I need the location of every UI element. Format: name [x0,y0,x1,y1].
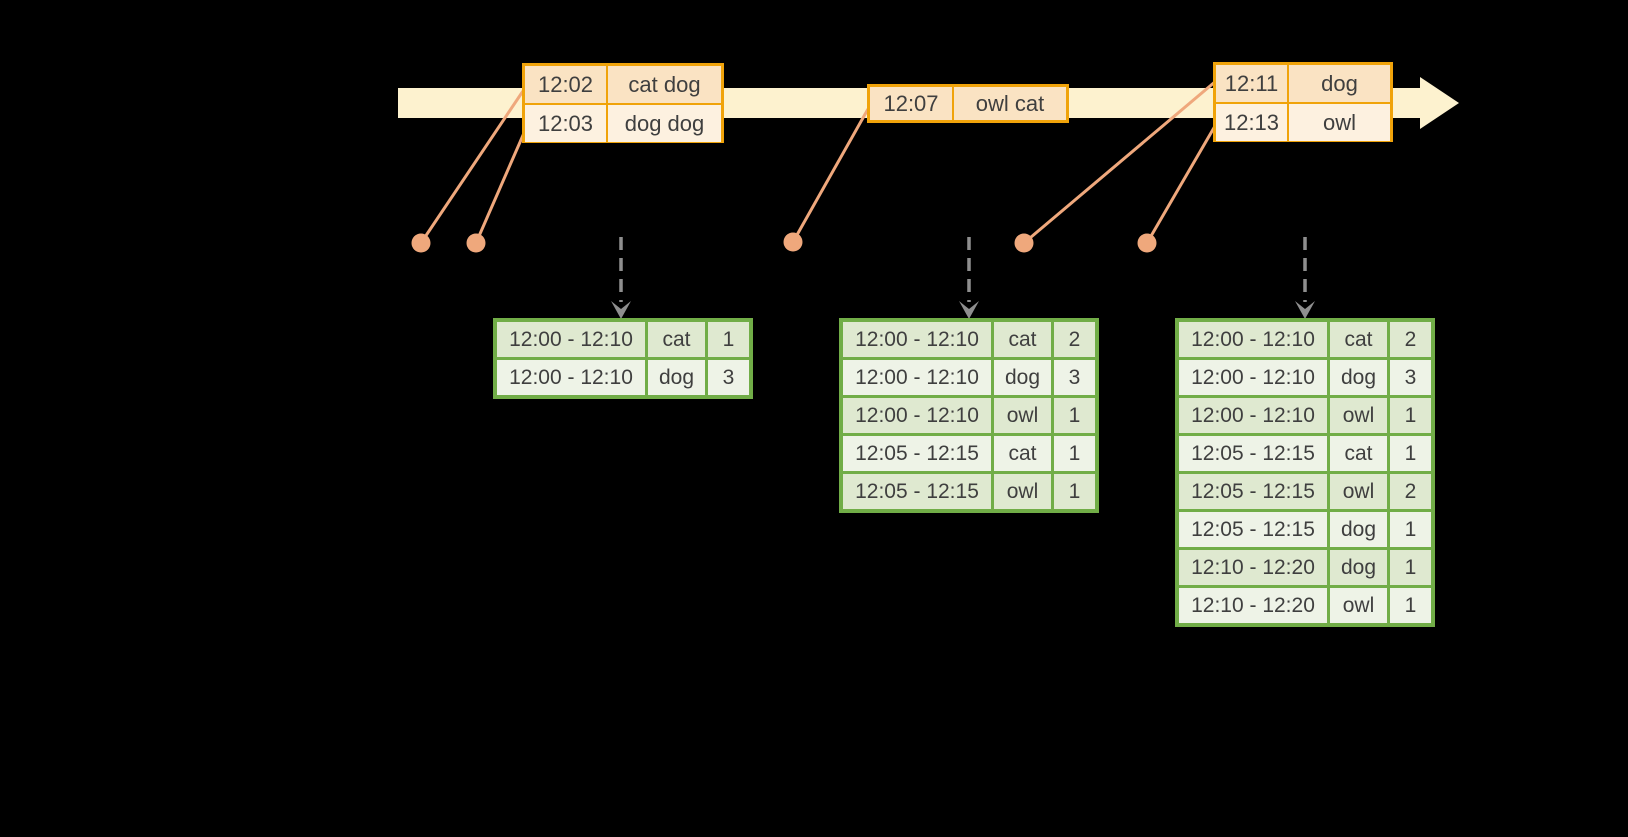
window-cell: 12:00 - 12:10 [843,322,991,357]
word-cell: cat [994,436,1051,471]
count-cell: 1 [1390,588,1431,623]
event-marker-dots [411,232,1157,253]
window-cell: 12:05 - 12:15 [843,436,991,471]
count-cell: 3 [1390,360,1431,395]
result-row: 12:05 - 12:15 cat 1 [843,436,1095,471]
result-row: 12:05 - 12:15 dog 1 [1179,512,1431,547]
count-cell: 3 [1054,360,1095,395]
event-connector-line [1023,79,1217,245]
result-row: 12:00 - 12:10 owl 1 [1179,398,1431,433]
word-cell: owl [994,474,1051,509]
event-time: 12:11 [1216,65,1289,102]
window-cell: 12:00 - 12:10 [843,398,991,433]
result-row: 12:05 - 12:15 cat 1 [1179,436,1431,471]
window-cell: 12:00 - 12:10 [497,322,645,357]
word-cell: cat [994,322,1051,357]
count-cell: 1 [1054,398,1095,433]
count-cell: 2 [1390,322,1431,357]
count-cell: 2 [1054,322,1095,357]
event-box-3: 12:11 dog 12:13 owl [1213,62,1393,142]
event-words: owl [1322,109,1356,135]
word-cell: dog [1330,360,1387,395]
event-row: 12:11 dog [1216,65,1390,102]
word-cell: dog [994,360,1051,395]
window-cell: 12:05 - 12:15 [1179,474,1327,509]
window-cell: 12:05 - 12:15 [843,474,991,509]
result-row: 12:00 - 12:10 dog 3 [1179,360,1431,395]
result-row: 12:10 - 12:20 owl 1 [1179,588,1431,623]
window-cell: 12:00 - 12:10 [497,360,645,395]
window-cell: 12:00 - 12:10 [843,360,991,395]
event-row: 12:07 owl cat [870,87,1066,120]
result-row: 12:00 - 12:10 cat 2 [1179,322,1431,357]
event-connector-line [474,132,526,244]
word-cell: cat [648,322,705,357]
event-marker-dot [411,233,431,253]
result-row: 12:00 - 12:10 dog 3 [497,360,749,395]
window-cell: 12:00 - 12:10 [1179,360,1327,395]
word-cell: owl [1330,588,1387,623]
trigger-arrowheads [611,301,1315,319]
result-table-2: 12:00 - 12:10 cat 2 12:00 - 12:10 dog 3 … [839,318,1099,513]
event-words: dog dog [624,110,705,136]
event-marker-dot [1137,233,1157,253]
word-cell: dog [1330,512,1387,547]
event-connector-line [1145,125,1217,244]
count-cell: 1 [1390,436,1431,471]
word-cell: dog [1330,550,1387,585]
window-cell: 12:00 - 12:10 [1179,322,1327,357]
trigger-arrowhead-icon [611,301,631,319]
result-row: 12:00 - 12:10 cat 1 [497,322,749,357]
result-row: 12:05 - 12:15 owl 1 [843,474,1095,509]
result-table-3: 12:00 - 12:10 cat 2 12:00 - 12:10 dog 3 … [1175,318,1435,627]
count-cell: 2 [1390,474,1431,509]
count-cell: 1 [1390,550,1431,585]
event-marker-dot [466,233,486,253]
count-cell: 1 [1054,436,1095,471]
timeline-arrowhead-icon [1420,77,1459,129]
word-cell: dog [648,360,705,395]
event-connector-line [419,90,525,244]
event-box-2: 12:07 owl cat [867,84,1069,123]
result-table-1: 12:00 - 12:10 cat 1 12:00 - 12:10 dog 3 [493,318,753,399]
count-cell: 3 [708,360,749,395]
event-row: 12:13 owl [1216,102,1390,141]
result-row: 12:10 - 12:20 dog 1 [1179,550,1431,585]
event-time: 12:13 [1216,104,1289,141]
event-box-1: 12:02 cat dog 12:03 dog dog [522,63,724,143]
event-time: 12:02 [525,66,608,103]
word-cell: owl [1330,474,1387,509]
window-cell: 12:10 - 12:20 [1179,550,1327,585]
window-cell: 12:05 - 12:15 [1179,436,1327,471]
window-cell: 12:05 - 12:15 [1179,512,1327,547]
count-cell: 1 [708,322,749,357]
result-row: 12:05 - 12:15 owl 2 [1179,474,1431,509]
count-cell: 1 [1054,474,1095,509]
result-row: 12:00 - 12:10 dog 3 [843,360,1095,395]
event-connector-lines [419,79,1217,245]
event-time: 12:03 [525,105,608,142]
window-cell: 12:00 - 12:10 [1179,398,1327,433]
trigger-arrows [619,237,1307,302]
window-cell: 12:10 - 12:20 [1179,588,1327,623]
event-time: 12:07 [870,87,954,120]
word-cell: owl [994,398,1051,433]
event-marker-dot [783,232,803,252]
count-cell: 1 [1390,512,1431,547]
word-cell: cat [1330,436,1387,471]
event-marker-dot [1014,233,1034,253]
trigger-arrowhead-icon [959,301,979,319]
word-cell: cat [1330,322,1387,357]
result-row: 12:00 - 12:10 cat 2 [843,322,1095,357]
event-words: dog [1321,70,1358,96]
word-cell: owl [1330,398,1387,433]
result-row: 12:00 - 12:10 owl 1 [843,398,1095,433]
event-row: 12:02 cat dog [525,66,721,103]
event-row: 12:03 dog dog [525,103,721,142]
event-words: cat dog [628,71,701,97]
count-cell: 1 [1390,398,1431,433]
trigger-arrowhead-icon [1295,301,1315,319]
event-words: owl cat [975,90,1045,116]
event-connector-line [791,108,870,243]
